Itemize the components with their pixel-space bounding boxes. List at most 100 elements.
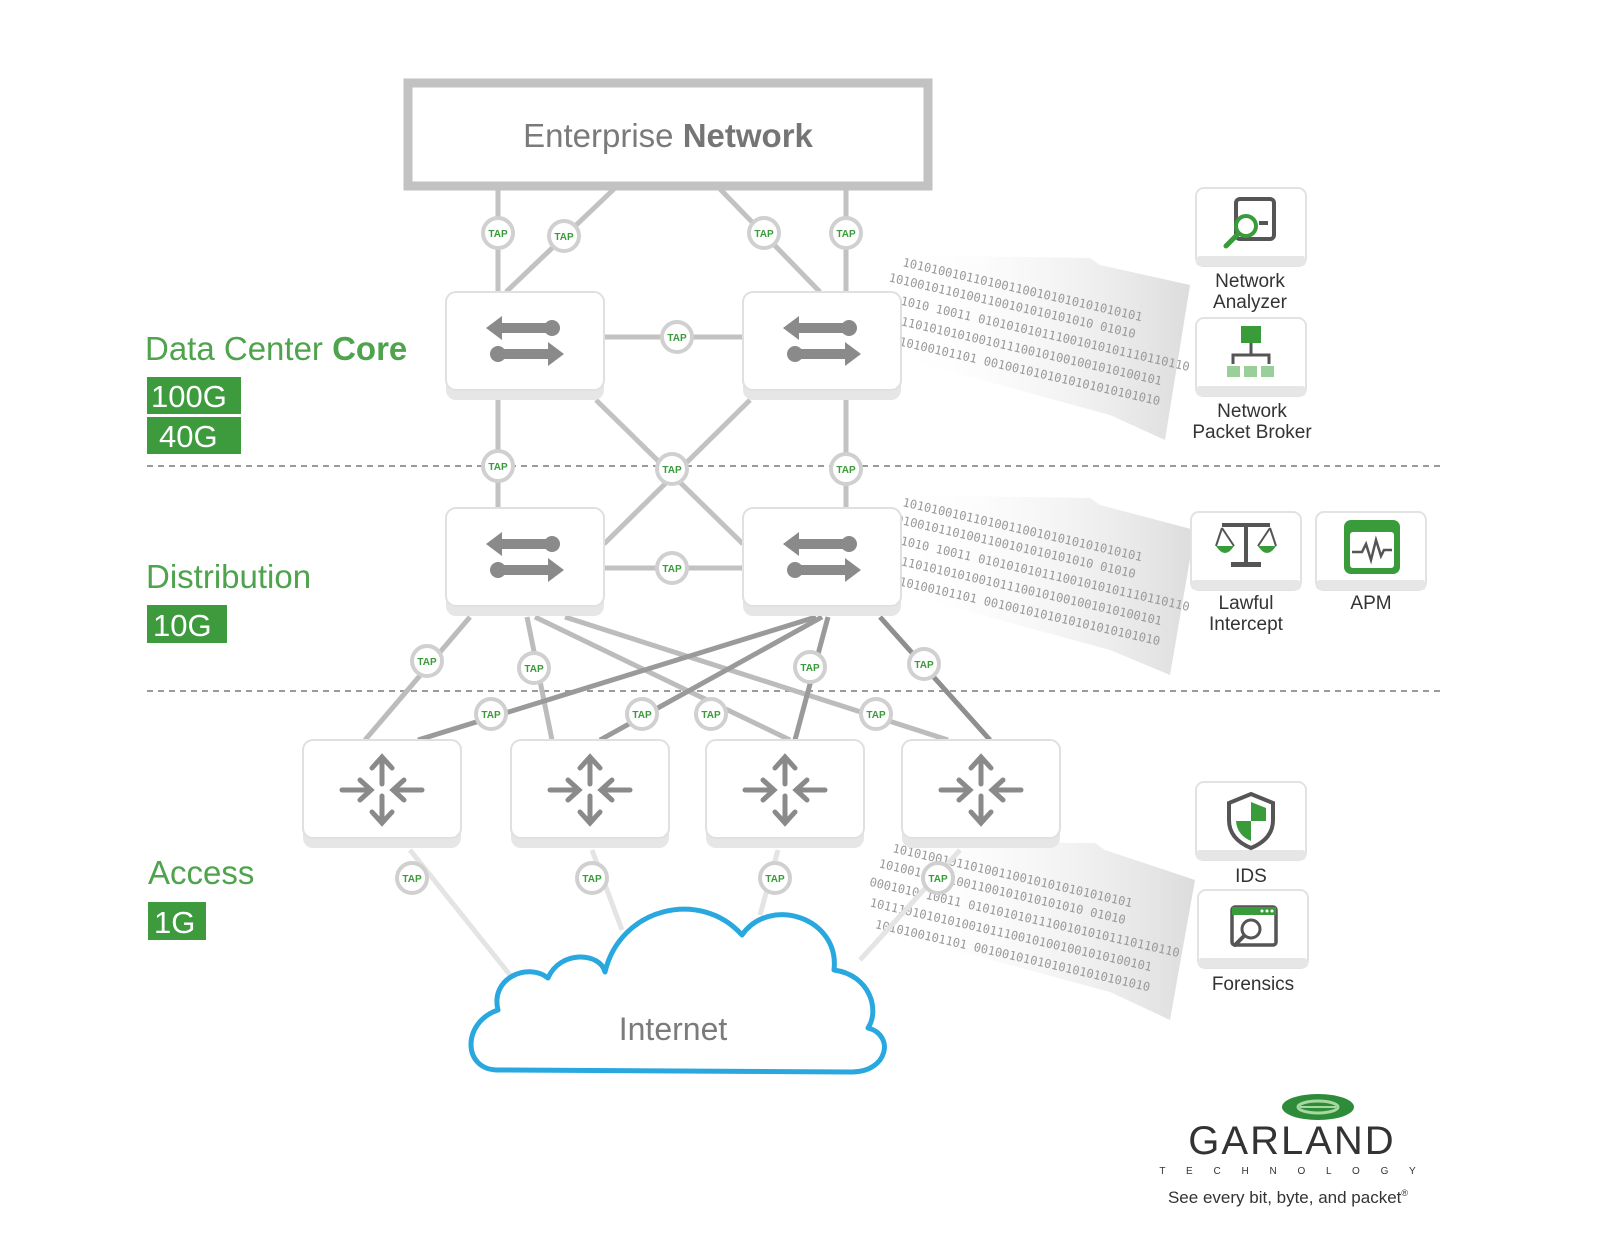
access-layer-routers [302,739,1061,848]
tap-node: TAP [474,697,508,731]
tool-lawful-intercept: Lawful Intercept [1190,511,1302,635]
tap-node: TAP [859,697,893,731]
links-distribution-access [363,614,992,743]
tool-network-analyzer: Network Analyzer [1195,187,1307,313]
speed-badge-40g-text: 40G [159,419,218,454]
lawful-intercept-label-line2: Intercept [1209,614,1284,635]
apm-monitor-icon [1344,520,1400,574]
core-switch-right [742,291,902,400]
tap-node: TAP [655,452,689,486]
speed-badge-1g-text: 1G [154,905,195,940]
speed-badge-40g [147,417,241,454]
packet-broker-icon [1227,326,1274,377]
garland-technology: T E C H N O L O G Y [1159,1166,1424,1177]
tap-label: TAP [632,710,652,721]
apm-label: APM [1350,593,1391,614]
tap-label: TAP [488,462,508,473]
tap-label: TAP [836,465,856,476]
packet-broker-label-line1: Network [1217,401,1287,422]
access-router-1 [302,739,462,848]
enterprise-network-title: Enterprise Network [523,117,813,154]
internet-cloud: Internet [468,906,887,1075]
flow-arrow-bottom [880,842,1195,1020]
tap-node: TAP [921,861,955,895]
tap-node: TAP [829,216,863,250]
tap-label: TAP [481,710,501,721]
tap-label: TAP [914,660,934,671]
tap-node: TAP [829,452,863,486]
switch-layer [445,291,902,616]
distribution-switch-left [445,507,605,616]
tap-node: TAP [793,650,827,684]
tool-ids: IDS [1195,781,1307,887]
enterprise-network-box: Enterprise Network [403,78,933,191]
layer-core-label: Data Center Core 100G 40G [145,330,407,454]
tap-label: TAP [402,874,422,885]
tap-node: TAP [907,647,941,681]
tap-points: TAP TAP TAP TAP TAP TAP TAP TAP TAP TAP TAP TAP TAP T… [395,216,955,895]
tap-label: TAP [582,874,602,885]
speed-badge-100g-text: 100G [151,379,227,414]
tap-label: TAP [701,710,721,721]
scales-of-justice-icon [1215,523,1277,567]
switch-arrows-icon [783,532,861,582]
tap-node: TAP [655,551,689,585]
ids-label: IDS [1235,866,1267,887]
core-switch-left [445,291,605,400]
flow-arrow-middle [890,495,1195,675]
flow-arrow-top [890,255,1190,440]
router-arrows-icon [742,753,828,827]
switch-arrows-icon [486,532,564,582]
speed-badge-10g-text: 10G [153,608,212,643]
forensics-icon [1230,905,1278,947]
speed-badge-10g [147,605,227,643]
speed-badge-1g [148,902,206,940]
tool-packet-broker: Network Packet Broker [1192,317,1312,443]
tap-label: TAP [765,874,785,885]
distribution-switch-right [742,507,902,616]
tap-node: TAP [747,216,781,250]
access-router-3 [705,739,865,848]
tap-node: TAP [410,644,444,678]
tap-label: TAP [754,229,774,240]
tap-node: TAP [660,320,694,354]
analyzer-label-line2: Analyzer [1213,292,1288,313]
tap-node: TAP [694,697,728,731]
tap-label: TAP [928,874,948,885]
tap-node: TAP [481,216,515,250]
router-arrows-icon [938,753,1024,827]
tap-node: TAP [758,861,792,895]
tap-node: TAP [395,861,429,895]
tap-label: TAP [800,663,820,674]
switch-arrows-icon [783,316,861,366]
speed-badge-100g [147,377,241,414]
shield-icon [1227,791,1275,851]
analyzer-label-line1: Network [1215,271,1285,292]
garland-logo: GARLAND T E C H N O L O G Y See every bi… [1159,1094,1424,1207]
layer-distribution-label: Distribution 10G [146,558,311,643]
switch-arrows-icon [486,316,564,366]
router-arrows-icon [547,753,633,827]
cloud-icon [468,906,887,1075]
tap-node: TAP [481,449,515,483]
lawful-intercept-label-line1: Lawful [1219,593,1274,614]
tap-label: TAP [488,229,508,240]
tap-label: TAP [836,229,856,240]
tap-label: TAP [667,333,687,344]
tap-node: TAP [517,651,551,685]
tap-label: TAP [866,710,886,721]
tap-label: TAP [662,564,682,575]
forensics-label: Forensics [1212,974,1294,995]
analyzer-icon [1223,197,1276,249]
tap-node: TAP [547,219,581,253]
tool-apm: APM [1315,511,1427,614]
tool-forensics: Forensics [1197,889,1309,995]
tap-node: TAP [575,861,609,895]
access-router-2 [510,739,670,848]
router-arrows-icon [339,753,425,827]
distribution-title: Distribution [146,558,311,595]
tap-node: TAP [625,697,659,731]
internet-label: Internet [619,1011,728,1047]
